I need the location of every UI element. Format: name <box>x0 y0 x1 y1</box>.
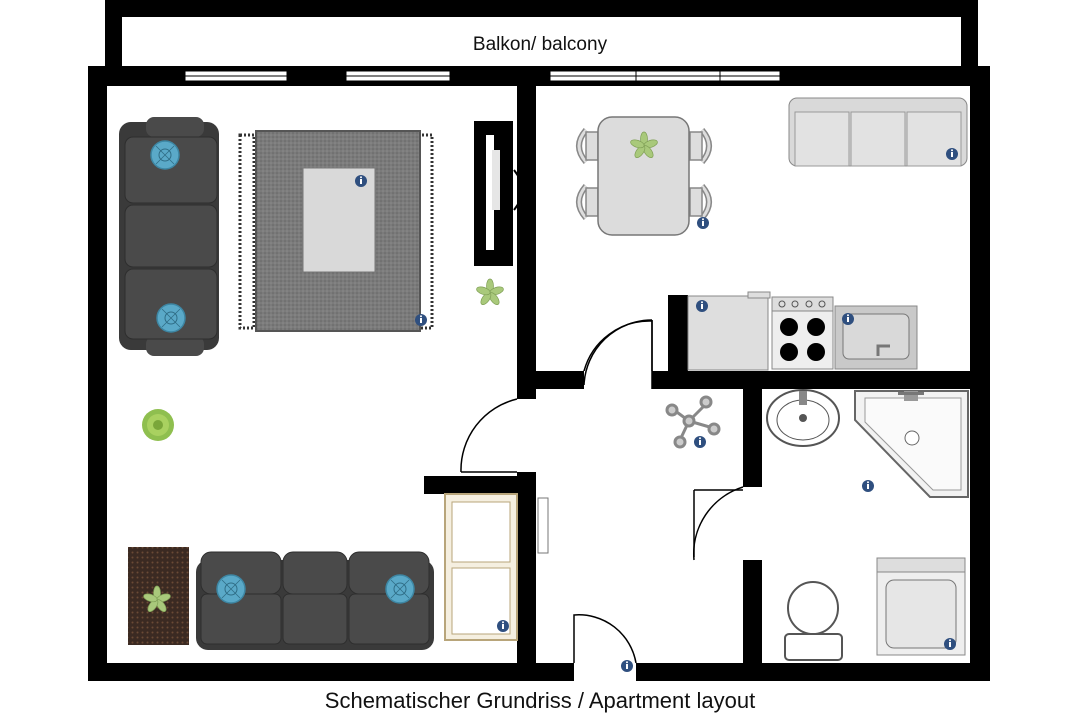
sofa-kitchen <box>788 97 968 167</box>
info-icon[interactable] <box>694 436 706 448</box>
washing-machine-icon <box>876 557 966 656</box>
info-icon[interactable] <box>415 314 427 326</box>
info-icon[interactable] <box>697 217 709 229</box>
info-icon[interactable] <box>946 148 958 160</box>
floor-plan-caption: Schematischer Grundriss / Apartment layo… <box>324 688 756 713</box>
tv-icon <box>474 121 523 266</box>
cushion-icon <box>385 574 415 604</box>
info-icon[interactable] <box>862 480 874 492</box>
outer-walls <box>88 66 990 681</box>
info-icon[interactable] <box>696 300 708 312</box>
kitchen-dining <box>579 97 968 371</box>
wardrobe-icon <box>444 493 518 641</box>
info-icon[interactable] <box>842 313 854 325</box>
doors <box>460 319 762 681</box>
dining-table <box>579 116 709 236</box>
shower-icon <box>854 390 969 498</box>
plant-icon <box>142 409 174 441</box>
balcony <box>105 0 978 66</box>
ceiling-lamp-icon <box>665 395 721 449</box>
living-room <box>119 117 523 650</box>
stove-icon <box>771 296 834 370</box>
kitchen-counter <box>687 291 771 371</box>
info-icon[interactable] <box>621 660 633 672</box>
washbasin-icon <box>766 389 840 447</box>
info-icon[interactable] <box>497 620 509 632</box>
info-icon[interactable] <box>355 175 367 187</box>
sofa-bottom <box>196 551 434 650</box>
info-icon[interactable] <box>944 638 956 650</box>
interior-walls <box>424 86 990 663</box>
cushion-icon <box>216 574 246 604</box>
sofa-left <box>119 117 219 356</box>
sink-icon <box>834 305 918 370</box>
rug <box>238 130 434 332</box>
plant-icon <box>475 278 505 307</box>
cushion-icon <box>156 303 186 333</box>
cushion-icon <box>150 140 180 170</box>
hallway <box>537 395 721 672</box>
bathroom <box>766 389 969 661</box>
small-rug <box>128 547 189 645</box>
toilet-icon <box>784 581 843 661</box>
windows <box>184 70 781 82</box>
balcony-label: Balkon/ balcony <box>472 34 608 55</box>
